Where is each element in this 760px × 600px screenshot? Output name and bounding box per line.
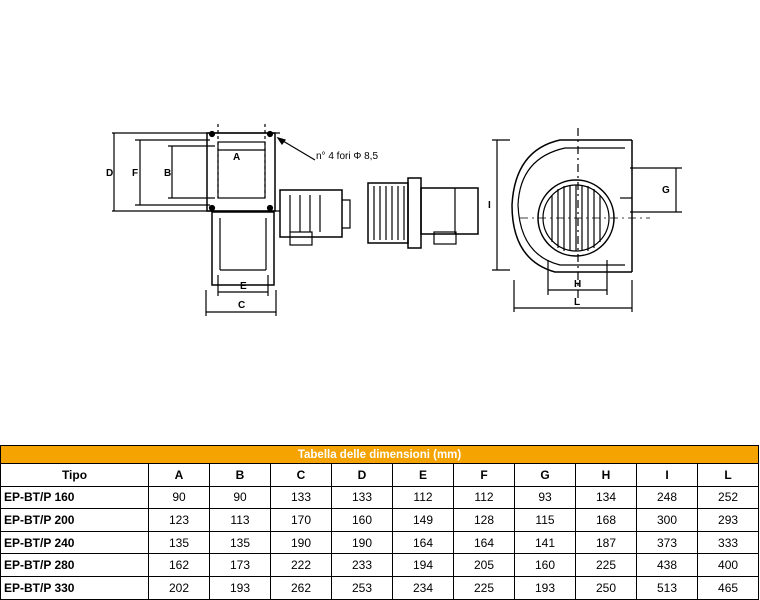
cell: 162 — [148, 553, 210, 577]
table-row: EP-BT/P 200 123 113 170 160 149 128 115 … — [0, 508, 760, 532]
cell: 133 — [331, 485, 393, 510]
holes-note: n° 4 fori Φ 8,5 — [316, 151, 378, 162]
header-d: D — [331, 463, 393, 487]
label-e: E — [240, 281, 247, 292]
cell: 170 — [270, 508, 332, 532]
cell: 202 — [148, 575, 210, 600]
cell: 252 — [696, 485, 760, 510]
table-row: EP-BT/P 160 90 90 133 133 112 112 93 134… — [0, 485, 760, 510]
cell: 293 — [696, 508, 760, 532]
cell: 123 — [148, 508, 210, 532]
technical-drawing: D F B A E C n° 4 fori Φ 8,5 I G H L — [106, 124, 682, 316]
cell: 160 — [514, 553, 576, 577]
cell: 373 — [636, 530, 698, 555]
label-i: I — [488, 200, 491, 211]
cell: 225 — [575, 553, 637, 577]
header-g: G — [514, 463, 576, 487]
cell: 250 — [575, 575, 637, 600]
header-f: F — [453, 463, 515, 487]
cell: 173 — [209, 553, 271, 577]
cell-model: EP-BT/P 240 — [0, 530, 149, 555]
side-view — [492, 128, 682, 312]
cell: 160 — [331, 508, 393, 532]
cell: 149 — [392, 508, 454, 532]
cell-model: EP-BT/P 280 — [0, 553, 149, 577]
cell: 168 — [575, 508, 637, 532]
cell-model: EP-BT/P 200 — [0, 508, 149, 532]
label-f: F — [132, 168, 138, 179]
label-d: D — [106, 168, 113, 179]
cell: 112 — [453, 485, 515, 510]
cell: 438 — [636, 553, 698, 577]
cell: 93 — [514, 485, 576, 510]
cell: 193 — [209, 575, 271, 600]
cell: 465 — [696, 575, 760, 600]
cell: 164 — [453, 530, 515, 555]
header-i: I — [636, 463, 698, 487]
cell: 133 — [270, 485, 332, 510]
middle-view — [367, 177, 479, 249]
label-c: C — [238, 300, 245, 311]
label-g: G — [662, 185, 670, 196]
label-b: B — [164, 168, 171, 179]
header-tipo: Tipo — [0, 463, 149, 487]
cell: 194 — [392, 553, 454, 577]
cell: 300 — [636, 508, 698, 532]
cell: 333 — [696, 530, 760, 555]
cell: 190 — [331, 530, 393, 555]
cell: 115 — [514, 508, 576, 532]
cell: 190 — [270, 530, 332, 555]
front-view — [112, 124, 351, 316]
cell: 233 — [331, 553, 393, 577]
cell: 135 — [148, 530, 210, 555]
cell: 141 — [514, 530, 576, 555]
header-b: B — [209, 463, 271, 487]
cell: 234 — [392, 575, 454, 600]
cell: 187 — [575, 530, 637, 555]
label-l: L — [574, 297, 580, 308]
dimensions-table: Tabella delle dimensioni (mm) Tipo A B C… — [0, 445, 760, 600]
table-header-row: Tipo A B C D E F G H I L — [0, 463, 760, 487]
table-row: EP-BT/P 330 202 193 262 253 234 225 193 … — [0, 575, 760, 600]
cell: 112 — [392, 485, 454, 510]
table-row: EP-BT/P 280 162 173 222 233 194 205 160 … — [0, 553, 760, 577]
cell: 225 — [453, 575, 515, 600]
header-h: H — [575, 463, 637, 487]
cell: 90 — [209, 485, 271, 510]
cell: 205 — [453, 553, 515, 577]
cell: 193 — [514, 575, 576, 600]
cell: 248 — [636, 485, 698, 510]
cell: 164 — [392, 530, 454, 555]
table-title: Tabella delle dimensioni (mm) — [0, 445, 760, 464]
cell: 128 — [453, 508, 515, 532]
label-h: H — [574, 279, 581, 290]
cell: 134 — [575, 485, 637, 510]
cell: 253 — [331, 575, 393, 600]
cell: 113 — [209, 508, 271, 532]
header-e: E — [392, 463, 454, 487]
cell: 262 — [270, 575, 332, 600]
fan-drawing-svg: D F B A E C n° 4 fori Φ 8,5 I G H L — [106, 124, 682, 316]
table-row: EP-BT/P 240 135 135 190 190 164 164 141 … — [0, 530, 760, 555]
cell: 222 — [270, 553, 332, 577]
header-a: A — [148, 463, 210, 487]
cell: 513 — [636, 575, 698, 600]
cell: 400 — [696, 553, 760, 577]
header-l: L — [696, 463, 760, 487]
cell-model: EP-BT/P 160 — [0, 485, 149, 510]
label-a: A — [233, 152, 240, 163]
cell: 90 — [148, 485, 210, 510]
cell-model: EP-BT/P 330 — [0, 575, 149, 600]
header-c: C — [270, 463, 332, 487]
cell: 135 — [209, 530, 271, 555]
